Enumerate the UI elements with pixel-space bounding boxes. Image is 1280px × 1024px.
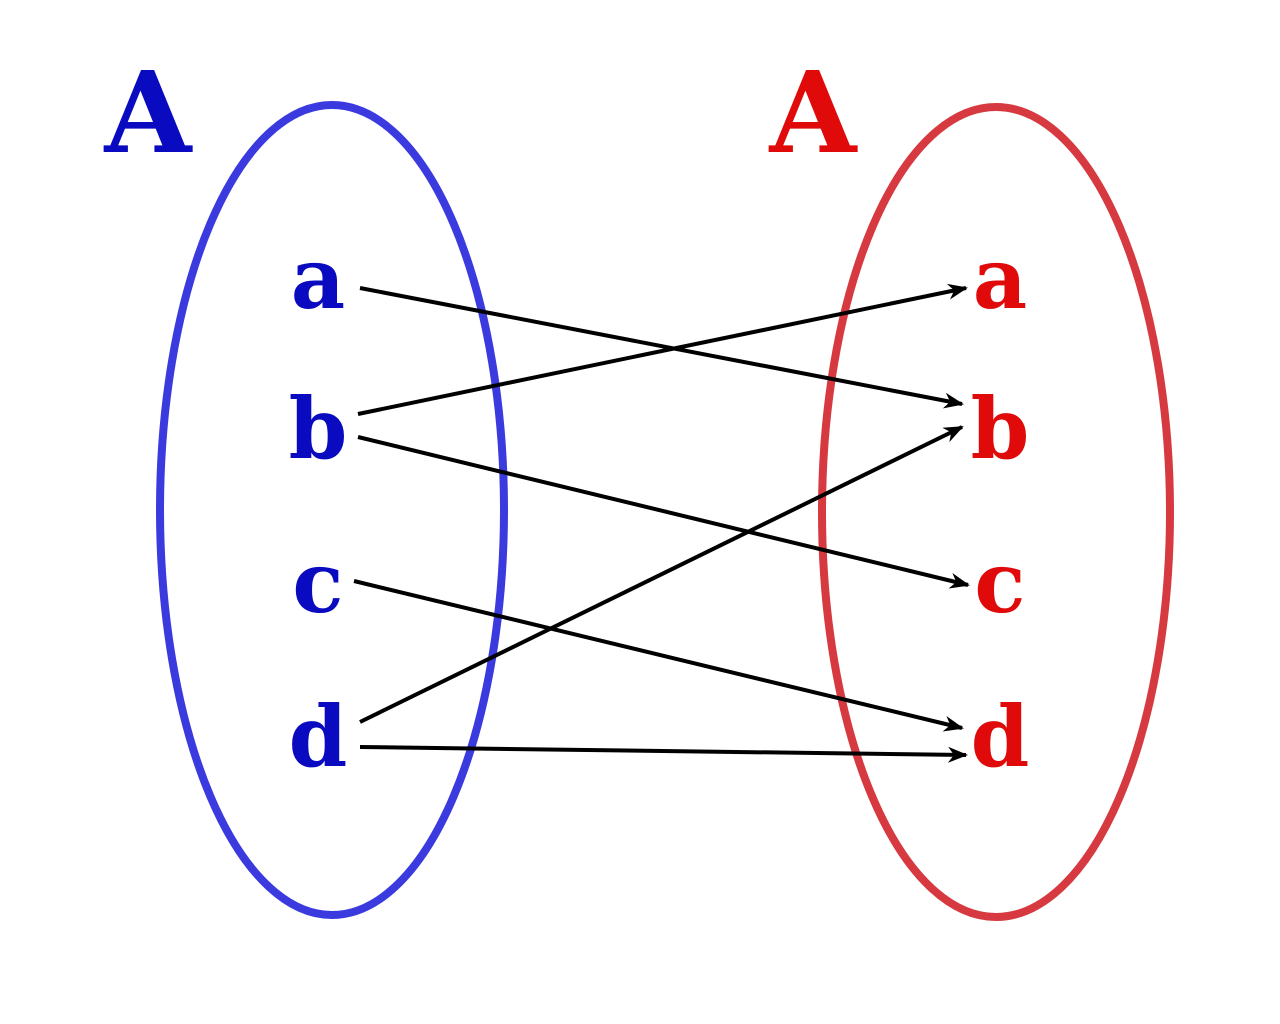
domain-element-b: b bbox=[289, 379, 348, 478]
domain-set-title: A bbox=[104, 48, 194, 179]
domain-element-a: a bbox=[291, 229, 345, 328]
arrow-d-to-b bbox=[359, 425, 964, 724]
codomain-element-b: b bbox=[971, 379, 1030, 478]
arrow-d-to-d bbox=[359, 745, 968, 763]
codomain-set-ellipse bbox=[818, 103, 1174, 921]
arrow-b-to-a bbox=[357, 283, 968, 416]
domain-element-d: d bbox=[289, 687, 348, 786]
domain-set-ellipse bbox=[156, 101, 508, 919]
codomain-set-title: A bbox=[769, 48, 859, 179]
codomain-element-c: c bbox=[974, 533, 1025, 632]
mapping-arrows bbox=[353, 283, 970, 763]
codomain-element-d: d bbox=[971, 687, 1030, 786]
domain-element-c: c bbox=[292, 533, 343, 632]
arrow-c-to-d bbox=[353, 579, 964, 732]
arrow-b-to-c bbox=[357, 435, 970, 589]
arrow-a-to-b bbox=[359, 286, 964, 409]
codomain-element-a: a bbox=[973, 229, 1027, 328]
